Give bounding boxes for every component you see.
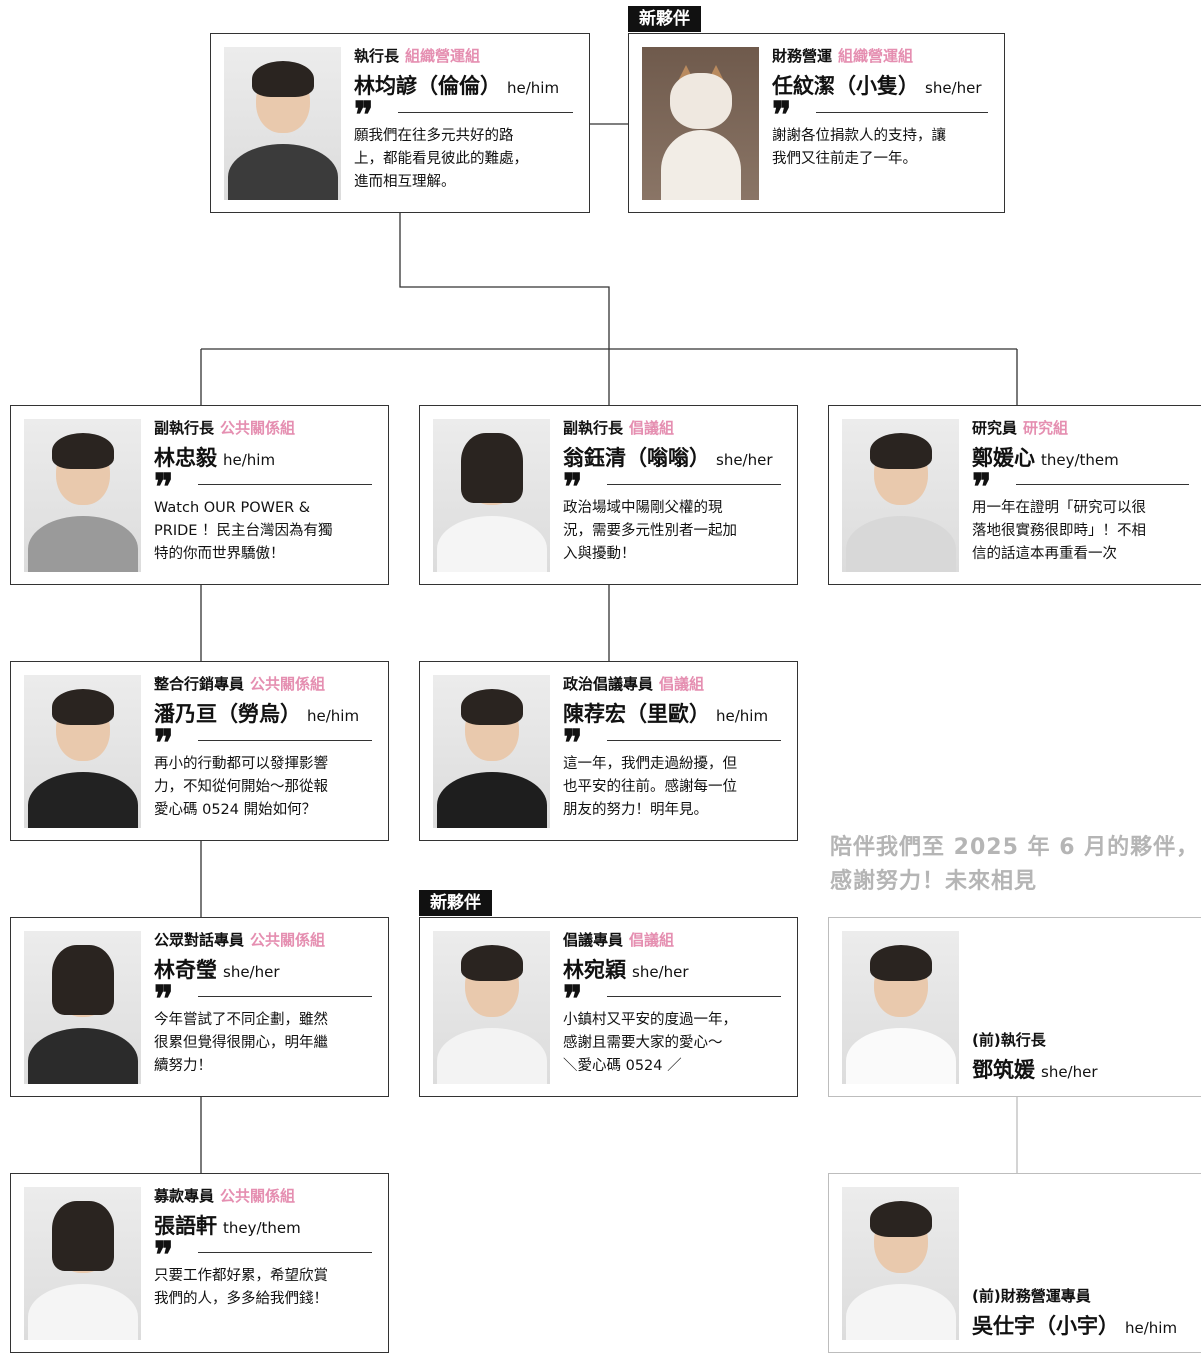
role: 研究員 bbox=[972, 419, 1018, 437]
quote-text: 願我們在往多元共好的路 上，都能看見彼此的難處， 進而相互理解。 bbox=[354, 128, 528, 190]
quote-text: Watch OUR POWER & PRIDE ！民主台灣因為有獨 特的你而世界… bbox=[154, 500, 333, 562]
member-name: 吳仕宇（小宇） bbox=[972, 1314, 1119, 1338]
card-advocacy: 倡議專員倡議組 林宛穎 she/her ❞ 小鎮村又平安的度過一年， 感謝且需要大… bbox=[419, 917, 798, 1097]
quote-text: 只要工作都好累，希望欣賞 我們的人，多多給我們錢！ bbox=[154, 1268, 328, 1307]
card-vice-ceo-advocacy: 副執行長倡議組 翁鈺清（嗡嗡） she/her ❞ 政治場域中陽剛父權的現 況，需… bbox=[419, 405, 798, 585]
pronouns: they/them bbox=[223, 1219, 301, 1237]
pronouns: he/him bbox=[507, 79, 560, 97]
quote-text: 這一年，我們走過紛擾，但 也平安的往前。感謝每一位 朋友的努力！明年見。 bbox=[563, 756, 737, 818]
quote-icon: ❞ bbox=[154, 722, 174, 764]
photo-vice-ceo-advocacy bbox=[433, 419, 550, 572]
card-marketing: 整合行銷專員公共關係組 潘乃亘（勞烏） he/him ❞ 再小的行動都可以發揮影響… bbox=[10, 661, 389, 841]
pronouns: she/her bbox=[632, 963, 689, 981]
member-name: 林均諺（倫倫） bbox=[354, 74, 501, 98]
dept: 公共關係組 bbox=[250, 931, 326, 949]
photo-ceo bbox=[224, 47, 341, 200]
pronouns: she/her bbox=[1041, 1063, 1098, 1081]
member-name: 翁鈺清（嗡嗡） bbox=[563, 446, 710, 470]
photo-fundraising bbox=[24, 1187, 141, 1340]
dept: 公共關係組 bbox=[250, 675, 326, 693]
role: (前)執行長 bbox=[972, 1031, 1046, 1049]
dept: 組織營運組 bbox=[405, 47, 481, 65]
member-name: 潘乃亘（勞烏） bbox=[154, 702, 301, 726]
card-former-ceo: (前)執行長 鄧筑媛 she/her bbox=[828, 917, 1201, 1097]
role: 副執行長 bbox=[154, 419, 215, 437]
role: 募款專員 bbox=[154, 1187, 215, 1205]
card-finance: 財務營運組織營運組 任紋潔（小隻） she/her ❞ 謝謝各位捐款人的支持，讓 … bbox=[628, 33, 1005, 213]
past-members-title: 陪伴我們至 2025 年 6 月的夥伴，感謝努力！未來相見 bbox=[830, 835, 1200, 894]
card-fundraising: 募款專員公共關係組 張語軒 they/them ❞ 只要工作都好累，希望欣賞 我們… bbox=[10, 1173, 389, 1353]
dept: 倡議組 bbox=[629, 419, 675, 437]
role: (前)財務營運專員 bbox=[972, 1287, 1091, 1305]
quote-text: 謝謝各位捐款人的支持，讓 我們又往前走了一年。 bbox=[772, 128, 946, 167]
photo-vice-ceo-pr bbox=[24, 419, 141, 572]
quote-icon: ❞ bbox=[354, 94, 374, 136]
pronouns: she/her bbox=[925, 79, 982, 97]
member-name: 鄭媛心 bbox=[972, 446, 1035, 470]
member-name: 林奇瑩 bbox=[154, 958, 217, 982]
photo-former-finance bbox=[842, 1187, 959, 1340]
card-former-finance: (前)財務營運專員 吳仕宇（小宇） he/him bbox=[828, 1173, 1201, 1353]
role: 政治倡議專員 bbox=[563, 675, 654, 693]
member-name: 鄧筑媛 bbox=[972, 1058, 1035, 1082]
card-political-advocacy: 政治倡議專員倡議組 陳荐宏（里歐） he/him ❞ 這一年，我們走過紛擾，但 也… bbox=[419, 661, 798, 841]
new-partner-tag: 新夥伴 bbox=[419, 890, 492, 916]
role: 倡議專員 bbox=[563, 931, 624, 949]
card-public-dialogue: 公眾對話專員公共關係組 林奇瑩 she/her ❞ 今年嘗試了不同企劃，雖然 很累… bbox=[10, 917, 389, 1097]
role: 財務營運 bbox=[772, 47, 833, 65]
pronouns: he/him bbox=[1125, 1319, 1178, 1337]
quote-icon: ❞ bbox=[154, 466, 174, 508]
member-name: 林忠毅 bbox=[154, 446, 217, 470]
pronouns: she/her bbox=[716, 451, 773, 469]
quote-text: 今年嘗試了不同企劃，雖然 很累但覺得很開心，明年繼 續努力！ bbox=[154, 1012, 328, 1074]
card-researcher: 研究員研究組 鄭媛心 they/them ❞ 用一年在證明「研究可以很 落地很實務… bbox=[828, 405, 1201, 585]
photo-marketing bbox=[24, 675, 141, 828]
pronouns: she/her bbox=[223, 963, 280, 981]
role: 副執行長 bbox=[563, 419, 624, 437]
quote-icon: ❞ bbox=[772, 94, 792, 136]
member-name: 林宛穎 bbox=[563, 958, 626, 982]
quote-icon: ❞ bbox=[154, 1234, 174, 1276]
photo-public-dialogue bbox=[24, 931, 141, 1084]
pronouns: he/him bbox=[223, 451, 276, 469]
pronouns: he/him bbox=[716, 707, 769, 725]
quote-icon: ❞ bbox=[563, 722, 583, 764]
dept: 公共關係組 bbox=[220, 1187, 296, 1205]
role: 執行長 bbox=[354, 47, 400, 65]
photo-finance-cat bbox=[642, 47, 759, 200]
photo-researcher bbox=[842, 419, 959, 572]
photo-advocacy bbox=[433, 931, 550, 1084]
quote-icon: ❞ bbox=[972, 466, 992, 508]
dept: 研究組 bbox=[1023, 419, 1069, 437]
dept: 公共關係組 bbox=[220, 419, 296, 437]
quote-text: 小鎮村又平安的度過一年， 感謝且需要大家的愛心～ ＼愛心碼 0524 ／ bbox=[563, 1012, 737, 1074]
new-partner-tag: 新夥伴 bbox=[628, 6, 701, 32]
card-ceo: 執行長組織營運組 林均諺（倫倫） he/him ❞ 願我們在往多元共好的路 上，都… bbox=[210, 33, 590, 213]
role: 整合行銷專員 bbox=[154, 675, 245, 693]
pronouns: they/them bbox=[1041, 451, 1119, 469]
photo-former-ceo bbox=[842, 931, 959, 1084]
quote-icon: ❞ bbox=[154, 978, 174, 1020]
dept: 倡議組 bbox=[659, 675, 705, 693]
quote-icon: ❞ bbox=[563, 978, 583, 1020]
quote-icon: ❞ bbox=[563, 466, 583, 508]
pronouns: he/him bbox=[307, 707, 360, 725]
member-name: 任紋潔（小隻） bbox=[772, 74, 919, 98]
member-name: 陳荐宏（里歐） bbox=[563, 702, 710, 726]
quote-text: 政治場域中陽剛父權的現 況，需要多元性別者一起加 入與擾動！ bbox=[563, 500, 737, 562]
dept: 組織營運組 bbox=[838, 47, 914, 65]
dept: 倡議組 bbox=[629, 931, 675, 949]
quote-text: 再小的行動都可以發揮影響 力，不知從何開始～那從報 愛心碼 0524 開始如何？ bbox=[154, 756, 328, 818]
card-vice-ceo-pr: 副執行長公共關係組 林忠毅 he/him ❞ Watch OUR POWER & … bbox=[10, 405, 389, 585]
photo-political-advocacy bbox=[433, 675, 550, 828]
quote-text: 用一年在證明「研究可以很 落地很實務很即時」！不相 信的話這本再重看一次 bbox=[972, 500, 1146, 562]
member-name: 張語軒 bbox=[154, 1214, 217, 1238]
role: 公眾對話專員 bbox=[154, 931, 245, 949]
